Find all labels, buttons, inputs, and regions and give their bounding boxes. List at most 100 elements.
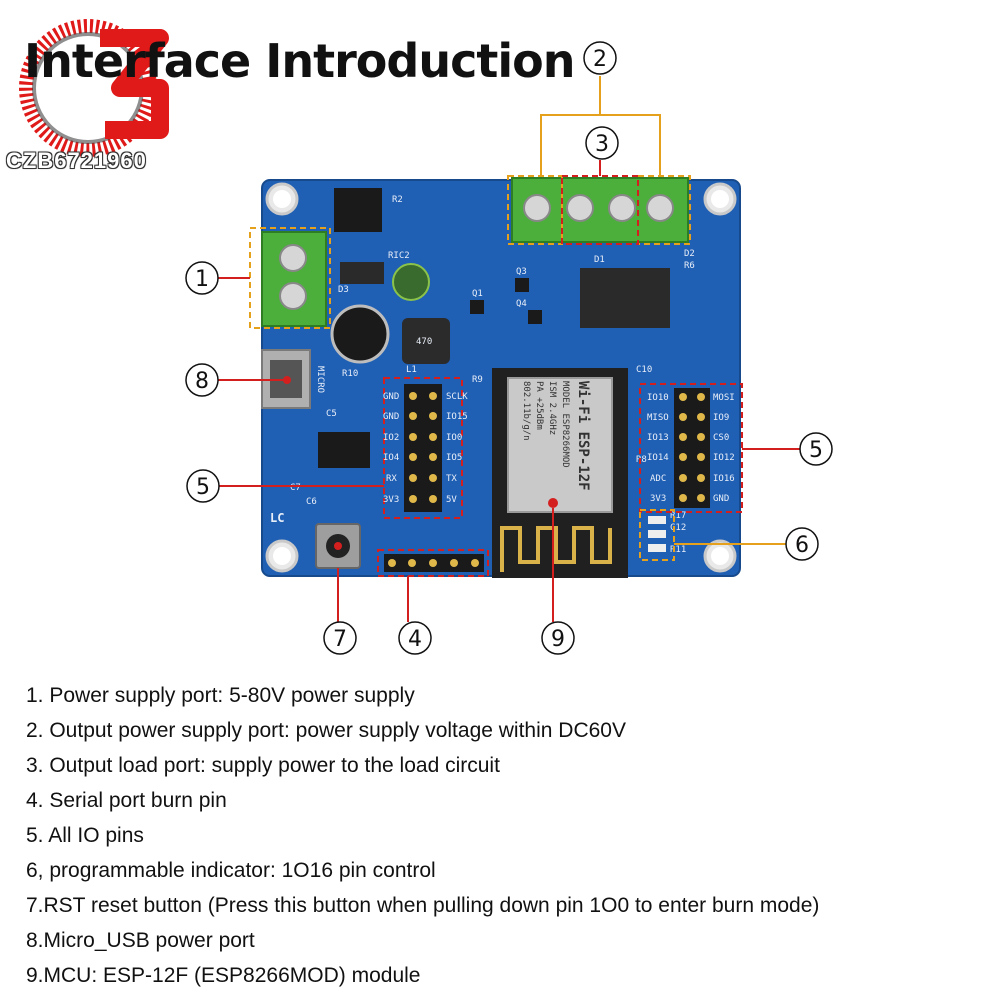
transistor-q4 (528, 310, 542, 324)
terminal-screw-icon (646, 194, 674, 222)
callout-box-2a (507, 175, 563, 245)
svg-text:MOSI: MOSI (713, 393, 735, 403)
svg-text:R11: R11 (670, 545, 686, 555)
svg-text:2: 2 (593, 47, 607, 72)
svg-text:Wi-Fi ESP-12F: Wi-Fi ESP-12F (575, 381, 591, 491)
right-header-pins (679, 393, 705, 502)
callout-1: 1 (185, 261, 219, 295)
transistor-q3 (515, 278, 529, 292)
callout-5-left: 5 (186, 469, 220, 503)
svg-text:IO4: IO4 (383, 453, 399, 463)
module-text: Wi-Fi ESP-12F MODEL ESP8266MOD ISM 2.4GH… (521, 381, 591, 491)
terminal-screw-icon (279, 282, 307, 310)
description-item: 6, programmable indicator: 1O16 pin cont… (26, 859, 436, 882)
board-diagram: R2 RIC2 D3 Q3 Q1 Q4 D1 D2 R6 470 L1 R10 … (185, 41, 833, 655)
esp-12f-module (507, 377, 613, 513)
svg-text:7: 7 (333, 627, 347, 652)
svg-text:SCLK: SCLK (446, 392, 468, 402)
svg-text:LC: LC (270, 511, 284, 525)
svg-text:ADC: ADC (650, 474, 666, 484)
svg-text:C10: C10 (636, 365, 652, 375)
description-item: 2. Output power supply port: power suppl… (26, 719, 626, 742)
callout-4: 4 (398, 621, 432, 655)
transistor-q1 (470, 300, 484, 314)
svg-text:IO9: IO9 (713, 413, 729, 423)
svg-text:R10: R10 (342, 369, 358, 379)
svg-text:Q3: Q3 (516, 267, 527, 277)
description-item: 8.Micro_USB power port (26, 929, 255, 952)
svg-text:470: 470 (416, 337, 432, 347)
callout-box-5-left (383, 377, 463, 519)
svg-text:D1: D1 (594, 255, 605, 265)
svg-text:L1: L1 (406, 365, 417, 375)
svg-text:3V3: 3V3 (650, 494, 666, 504)
svg-text:RIC2: RIC2 (388, 251, 410, 261)
svg-text:IO16: IO16 (713, 474, 735, 484)
svg-text:IO15: IO15 (446, 412, 468, 422)
svg-text:RX: RX (386, 474, 397, 484)
description-item: 9.MCU: ESP-12F (ESP8266MOD) module (26, 964, 421, 987)
description-item: 4. Serial port burn pin (26, 789, 227, 812)
description-list: 1. Power supply port: 5-80V power supply… (26, 678, 986, 993)
svg-text:Q1: Q1 (472, 289, 483, 299)
callout-dot-9 (548, 498, 558, 508)
terminal-screw-icon (566, 194, 594, 222)
terminal-screw-icon (608, 194, 636, 222)
callout-8: 8 (185, 363, 219, 397)
svg-text:GND: GND (713, 494, 729, 504)
mounting-holes (265, 182, 737, 573)
svg-text:8: 8 (195, 369, 209, 394)
svg-text:C12: C12 (670, 523, 686, 533)
page-title: Interface Introduction (24, 34, 575, 88)
callout-2: 2 (583, 41, 617, 75)
svg-text:4: 4 (408, 627, 422, 652)
svg-text:IO2: IO2 (383, 433, 399, 443)
svg-text:9: 9 (551, 627, 565, 652)
svg-text:3V3: 3V3 (383, 495, 399, 505)
terminal-screw-icon (279, 244, 307, 272)
callout-box-3 (561, 175, 639, 245)
svg-text:5V: 5V (446, 495, 457, 505)
svg-text:802.11b/g/n: 802.11b/g/n (521, 381, 531, 441)
callout-6: 6 (785, 527, 819, 561)
logo-icon (19, 19, 169, 157)
svg-text:R17: R17 (670, 511, 686, 521)
callout-5-right: 5 (799, 432, 833, 466)
component-labels: R2 RIC2 D3 Q3 Q1 Q4 D1 D2 R6 470 L1 R10 … (270, 195, 695, 555)
serial-pins (388, 559, 479, 567)
regulator-ams1117 (318, 432, 370, 468)
svg-text:MODEL ESP8266MOD: MODEL ESP8266MOD (560, 381, 570, 468)
svg-text:MICRO: MICRO (315, 366, 325, 393)
svg-text:IO12: IO12 (713, 453, 735, 463)
svg-text:TX: TX (446, 474, 457, 484)
svg-text:R9: R9 (472, 375, 483, 385)
small-capacitor (392, 263, 430, 301)
svg-text:CS0: CS0 (713, 433, 729, 443)
svg-text:3: 3 (595, 132, 609, 157)
pcb-antenna-icon (500, 526, 612, 572)
svg-text:C7: C7 (290, 483, 301, 493)
svg-text:GND: GND (383, 392, 399, 402)
svg-text:PA +25dBm: PA +25dBm (534, 381, 544, 430)
svg-text:R8: R8 (636, 455, 647, 465)
svg-text:D3: D3 (338, 285, 349, 295)
svg-text:IO0: IO0 (446, 433, 462, 443)
svg-text:IO5: IO5 (446, 453, 462, 463)
watermark-text: CZB6721960 (6, 148, 147, 173)
large-capacitor (330, 304, 390, 364)
description-item: 5. All IO pins (26, 824, 144, 847)
inductor-l1 (402, 318, 450, 364)
svg-text:5: 5 (809, 438, 823, 463)
left-header-pins (409, 392, 437, 503)
svg-text:IO14: IO14 (647, 453, 669, 463)
callout-3: 3 (585, 126, 619, 160)
callout-box-6 (639, 509, 675, 561)
right-header-labels: IO10 MISO IO13 IO14 ADC 3V3 MOSI IO9 CS0… (647, 393, 735, 504)
svg-text:R2: R2 (392, 195, 403, 205)
svg-text:D2: D2 (684, 249, 695, 259)
svg-text:C6: C6 (306, 497, 317, 507)
svg-text:MISO: MISO (647, 413, 669, 423)
left-header-labels: GND GND IO2 IO4 RX 3V3 SCLK IO15 IO0 IO5… (383, 392, 468, 505)
svg-text:R6: R6 (684, 261, 695, 271)
description-item: 3. Output load port: supply power to the… (26, 754, 500, 777)
